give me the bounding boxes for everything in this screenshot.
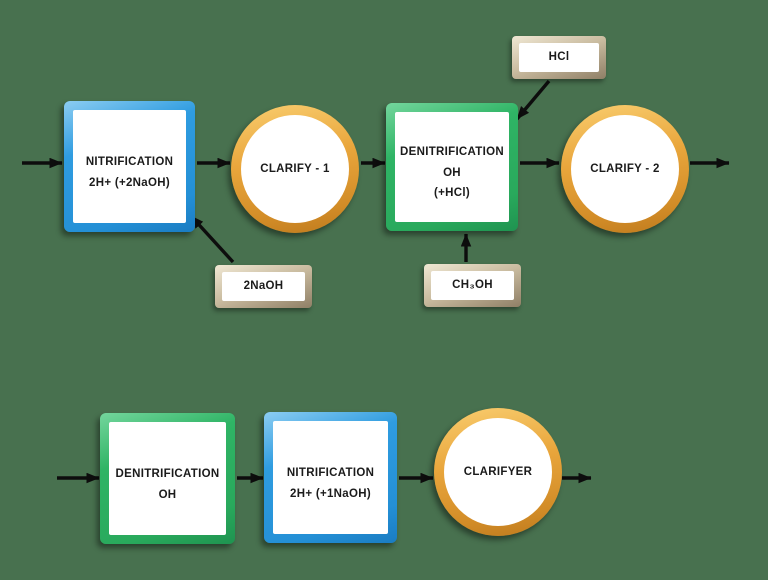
node-2naoh-feed: 2NaOH (215, 265, 312, 308)
node-label: CLARIFY - 1 (260, 162, 330, 175)
node-body: 2NaOH (222, 272, 305, 301)
node-label: 2H+ (+1NaOH) (290, 487, 371, 500)
node-body: NITRIFICATION 2H+ (+2NaOH) (73, 110, 186, 223)
node-label: DENITRIFICATION (400, 146, 504, 159)
node-body: NITRIFICATION 2H+ (+1NaOH) (273, 421, 388, 534)
node-label: OH (158, 488, 177, 501)
node-label: 2NaOH (243, 280, 284, 293)
node-label: CLARIFY - 2 (590, 162, 660, 175)
node-ch3oh-feed: CH₃OH (424, 264, 521, 307)
node-denitrification-2: DENITRIFICATION OH (100, 413, 235, 544)
node-nitrification-1: NITRIFICATION 2H+ (+2NaOH) (64, 101, 195, 232)
node-body: DENITRIFICATION OH (+HCl) (395, 112, 509, 222)
node-label: 2H+ (+2NaOH) (89, 176, 170, 189)
node-body: HCl (519, 43, 599, 72)
node-label: (+HCl) (434, 187, 470, 200)
node-denitrification-1: DENITRIFICATION OH (+HCl) (386, 103, 518, 231)
node-label: NITRIFICATION (286, 467, 375, 479)
node-body: CLARIFYER (444, 418, 552, 526)
node-label: DENITRIFICATION (115, 468, 220, 480)
node-clarifyer: CLARIFYER (434, 408, 562, 536)
node-label: CH₃OH (452, 279, 493, 292)
node-label: CLARIFYER (463, 465, 533, 478)
node-label: NITRIFICATION (85, 156, 174, 168)
node-label: HCl (548, 51, 570, 64)
node-body: DENITRIFICATION OH (109, 422, 226, 535)
node-hcl-feed: HCl (512, 36, 606, 79)
node-body: CLARIFY - 1 (241, 115, 349, 223)
node-body: CLARIFY - 2 (571, 115, 679, 223)
node-body: CH₃OH (431, 271, 514, 300)
node-clarify-1: CLARIFY - 1 (231, 105, 359, 233)
node-label: OH (443, 166, 461, 179)
node-nitrification-2: NITRIFICATION 2H+ (+1NaOH) (264, 412, 397, 543)
flow-arrow-hcl-to-denitrification-1 (515, 79, 551, 121)
node-clarify-2: CLARIFY - 2 (561, 105, 689, 233)
flow-arrow-2naoh-to-nitrification-1 (189, 214, 235, 264)
